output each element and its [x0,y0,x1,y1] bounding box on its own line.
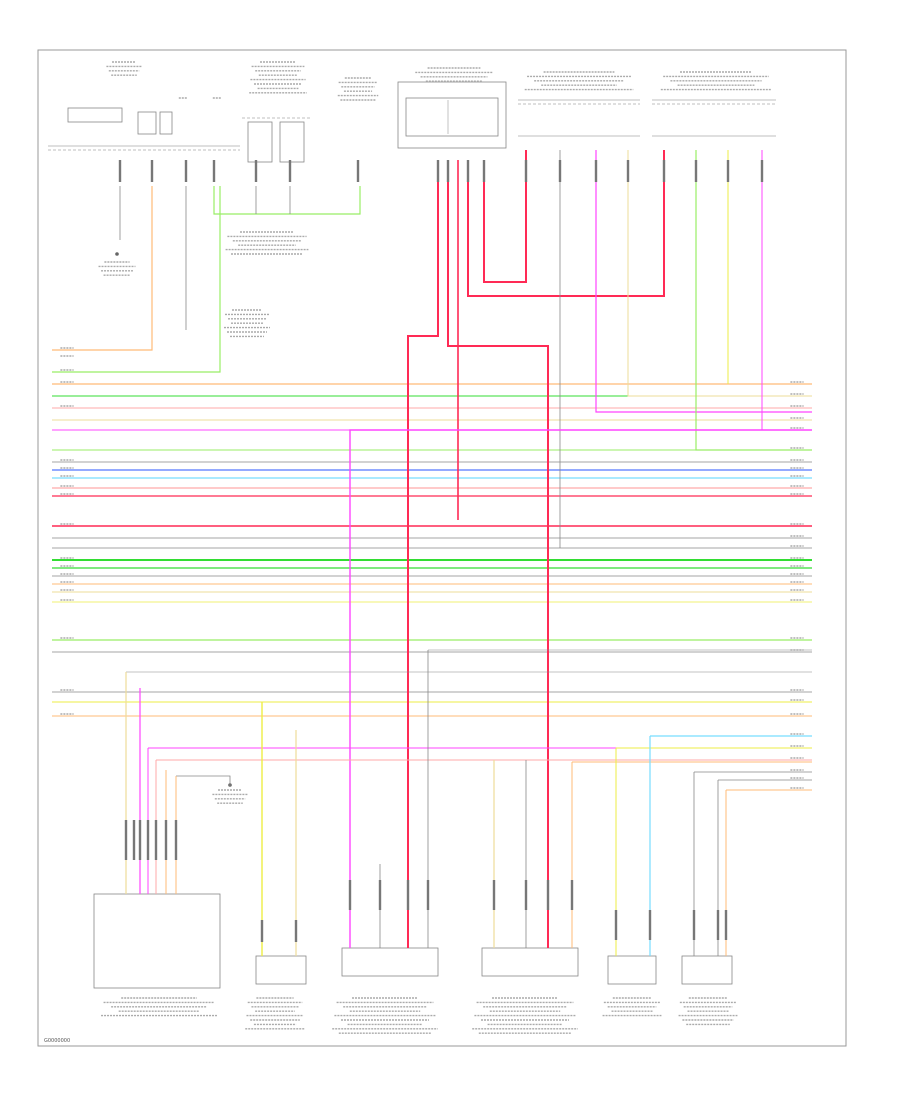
wire-relay-green [213,186,361,215]
label-door-speaker-left [332,997,438,1034]
door-l-connector [378,880,382,910]
label-relay [249,61,307,94]
top-connector [594,160,598,182]
top-connector [466,160,470,182]
label-amplifier [602,997,662,1017]
wire-magenta-long [349,429,812,948]
speaker-module-2 [652,99,776,137]
top-connector [726,160,730,182]
door-l-connector [406,880,410,910]
label-speaker-module-2 [660,71,772,91]
bcm-connector [174,820,178,860]
bcm-connector [132,820,136,860]
ant-connector [692,910,696,940]
bottom-components [93,252,733,989]
door-r-connector [524,880,528,910]
door-r-connector [492,880,496,910]
wire-fuse-green [52,186,221,373]
spk-left-connector [260,920,264,942]
bcm-connector [138,820,142,860]
diagram-frame [37,49,847,1047]
radio-module [397,81,507,149]
top-connector [356,160,360,182]
amp-connector [648,910,652,940]
label-speaker-module-1 [524,71,634,91]
label-antenna [678,997,738,1026]
label-bcm [101,997,217,1017]
label-splice-2 [224,309,270,338]
bcm-connector [124,820,128,860]
wire-spk-magenta [595,150,812,413]
label-door-speaker-right [472,997,578,1034]
door-l-connector [348,880,352,910]
top-connector [626,160,630,182]
ground-symbol-left [115,252,119,256]
top-connector [288,160,292,182]
wire-spk-tan [627,150,812,397]
top-connector [694,160,698,182]
top-connector [254,160,258,182]
top-connector [558,160,562,182]
label-speaker-left [245,997,305,1030]
top-connector [184,160,188,182]
label-radio-module [415,67,493,82]
wire-spk-green [695,150,812,451]
top-connector [524,160,528,182]
door-l-connector [426,880,430,910]
label-module-small [337,77,379,101]
bcm-connector [164,820,168,860]
amplifier [607,955,657,985]
ant-connector [724,910,728,940]
wire-radio-red-4 [483,150,527,283]
bcm-connector [154,820,158,860]
top-connector [150,160,154,182]
relay-boxes [242,117,312,163]
ant-connector [716,910,720,940]
page-label: G0000000 [44,1038,70,1044]
label-splice-1 [225,231,309,255]
top-connector [446,160,450,182]
top-connector [760,160,764,182]
door-speaker-left [341,947,439,977]
text-blocks [60,61,804,1034]
top-connector [436,160,440,182]
label-fuse-block [106,61,142,76]
top-components [48,81,776,163]
wire-radio-red-2 [447,160,549,948]
speaker-left [255,955,307,985]
wire-radio-red-1 [407,160,439,948]
top-connector [118,160,122,182]
label-ground-g2 [212,789,248,804]
body-control-module [93,893,221,989]
door-r-connector [546,880,550,910]
wire-bcm-ground [176,775,231,786]
bcm-connector [146,820,150,860]
label-ground-g1 [98,261,136,276]
top-connector [212,160,216,182]
speaker-module-1 [518,99,640,137]
door-r-connector [570,880,574,910]
top-connector [482,160,486,182]
antenna-module [681,955,733,985]
spk-left-connector [294,920,298,942]
wire-fuse-orange [52,186,153,351]
amp-connector [614,910,618,940]
top-connector [662,160,666,182]
wire-radio-red-3 [467,150,665,297]
door-speaker-right [481,947,579,977]
fuse-block-left [48,107,240,151]
wires [52,150,812,956]
